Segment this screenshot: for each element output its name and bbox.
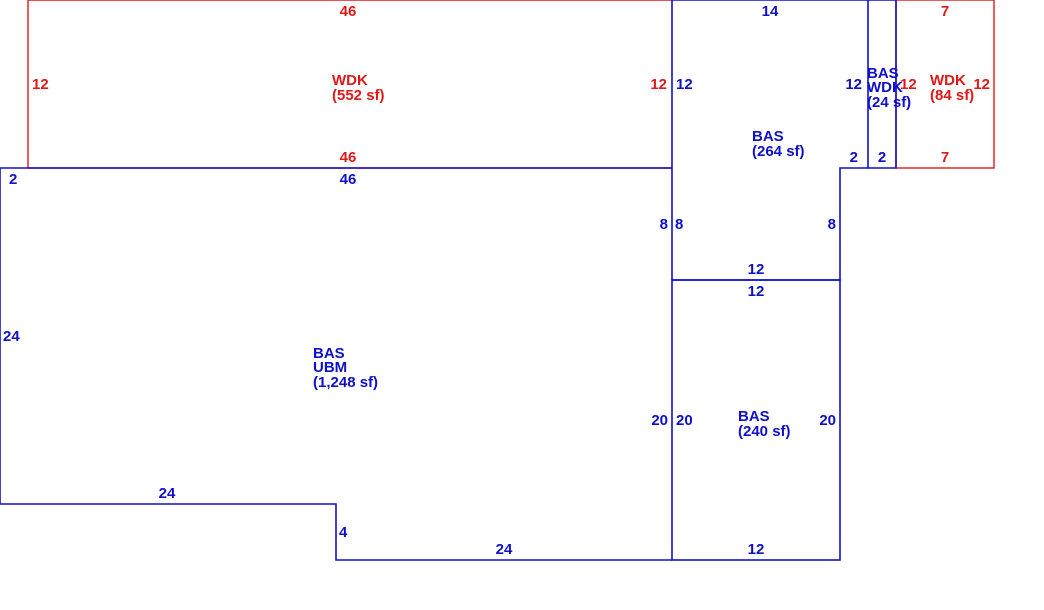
dim-wdk-small-right: 12 <box>973 76 990 93</box>
dim-bas-upper-side-left: 8 <box>675 216 683 233</box>
dim-narrow-right: 12 <box>900 76 917 93</box>
dim-main-bottom-left: 24 <box>159 485 176 502</box>
dim-bas-upper-side-right: 8 <box>828 216 836 233</box>
bas-lower-outline <box>671 279 841 561</box>
dim-main-right-lower: 20 <box>651 412 668 429</box>
dim-bas-upper-right: 12 <box>845 76 862 93</box>
bas-lower-code-label: BAS <box>738 408 770 425</box>
dim-main-corner: 2 <box>9 171 17 188</box>
dim-main-top: 46 <box>340 171 357 188</box>
dim-wdk-large-left: 12 <box>32 76 49 93</box>
bas-upper-area-label: (264 sf) <box>752 143 805 160</box>
bas-wdk-narrow-area-label: (24 sf) <box>867 94 911 111</box>
bas-ubm-main-area-label: (1,248 sf) <box>313 374 378 391</box>
dim-bas-upper-left: 12 <box>676 76 693 93</box>
dim-wdk-large-right: 12 <box>650 76 667 93</box>
wdk-small-area-label: (84 sf) <box>930 87 974 104</box>
dim-narrow-bottom: 2 <box>878 149 886 166</box>
dim-bas-lower-bottom: 12 <box>748 541 765 558</box>
bas-upper-code-label: BAS <box>752 128 784 145</box>
dim-bas-lower-left: 20 <box>676 412 693 429</box>
dim-wdk-large-top: 46 <box>340 3 357 20</box>
dim-bas-upper-bottom: 12 <box>748 261 765 278</box>
bas-wdk-narrow-code-label-2: WDK <box>867 79 903 96</box>
wdk-large-outline <box>27 0 672 168</box>
bas-wdk-narrow-code-label-1: BAS <box>867 65 899 82</box>
dim-wdk-small-bottom: 7 <box>941 149 949 166</box>
wdk-large-code-label: WDK <box>332 72 368 89</box>
dim-main-bottom: 24 <box>496 541 513 558</box>
bas-ubm-main-code-label-2: UBM <box>313 359 347 376</box>
bas-ubm-main-code-label-1: BAS <box>313 345 345 362</box>
dim-bas-upper-step: 2 <box>850 149 858 166</box>
bas-wdk-narrow-outline <box>868 0 897 169</box>
dim-wdk-large-bottom: 46 <box>340 149 357 166</box>
dim-bas-lower-top: 12 <box>748 283 765 300</box>
dim-bas-lower-right: 20 <box>819 412 836 429</box>
wdk-large-area-label: (552 sf) <box>332 87 385 104</box>
bas-lower-area-label: (240 sf) <box>738 423 791 440</box>
wdk-small-code-label: WDK <box>930 72 966 89</box>
dim-wdk-small-top: 7 <box>941 3 949 20</box>
dim-bas-upper-top: 14 <box>762 3 779 20</box>
dim-main-left: 24 <box>3 328 20 345</box>
bas-ubm-main-outline <box>0 167 672 561</box>
dim-main-step: 4 <box>339 524 348 541</box>
dim-main-right-upper: 8 <box>660 216 668 233</box>
